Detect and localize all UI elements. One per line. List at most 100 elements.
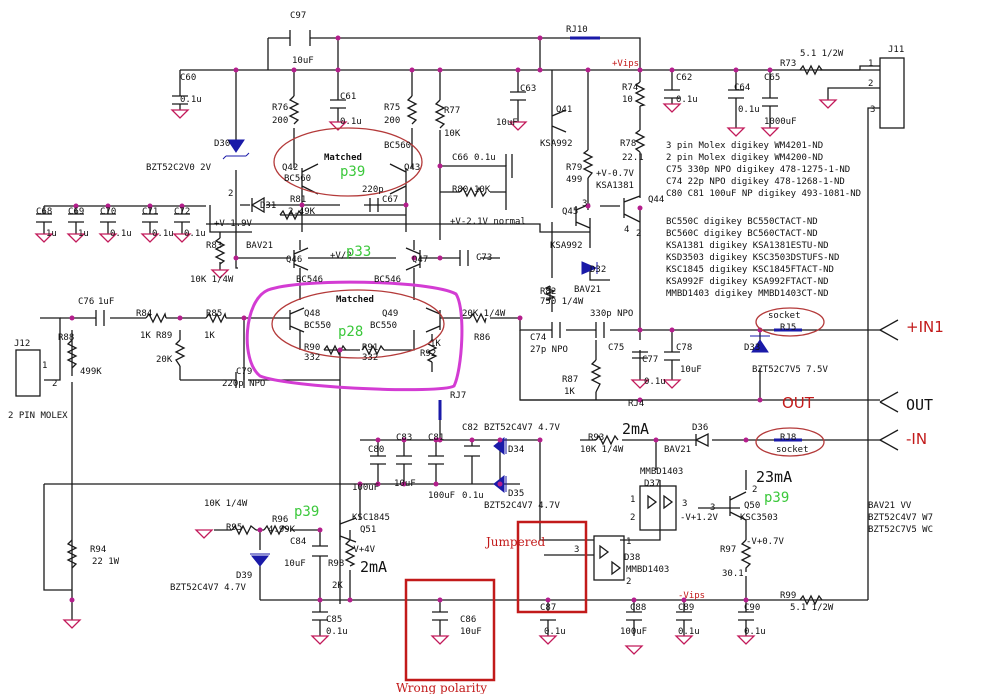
label-d31: D31 bbox=[260, 201, 276, 211]
d38-diodes bbox=[599, 544, 622, 576]
label-pin3-q44: 3 bbox=[582, 199, 587, 209]
label-r85v: 1K bbox=[204, 331, 215, 341]
bom-line: C75 330p NPO digikey 478-1275-1-ND bbox=[666, 165, 850, 175]
label-q43t: BC560 bbox=[384, 141, 411, 151]
label-c76: C76 bbox=[78, 297, 94, 307]
label-r86v: 20K 1/4W bbox=[462, 309, 506, 319]
label-q50: Q50 bbox=[744, 501, 760, 511]
annot-in-neg: -IN bbox=[906, 430, 927, 448]
label-c64: C64 bbox=[734, 83, 750, 93]
label-pin1-d38: 1 bbox=[626, 537, 631, 547]
label-d39v: BZT52C4V7 4.7V bbox=[170, 583, 246, 593]
p28-highlight bbox=[245, 280, 464, 392]
label-vhalf: +V/2 bbox=[330, 251, 352, 261]
matched-pair-ellipse-bottom bbox=[271, 289, 445, 359]
label-c97: C97 bbox=[290, 11, 306, 21]
label-j12-pin1: 1 bbox=[42, 361, 47, 371]
label-pin3-q50: 3 bbox=[710, 503, 715, 513]
label-r99: R99 bbox=[780, 591, 796, 601]
label-v21: +V-2.1V normal bbox=[450, 217, 526, 227]
label-d38: D38 bbox=[624, 553, 640, 563]
label-q44: Q44 bbox=[648, 195, 664, 205]
label-j11-pin3: 3 bbox=[870, 105, 875, 115]
annot-p39-bottom: p39 bbox=[294, 504, 319, 520]
label-r88v: 499K bbox=[80, 367, 102, 377]
label-c83v: 10uF bbox=[394, 479, 416, 489]
label-rj7: RJ7 bbox=[450, 391, 466, 401]
label-c73: C73 bbox=[476, 253, 492, 263]
label-c84v: 10uF bbox=[284, 559, 306, 569]
label-c72: C72 bbox=[174, 207, 190, 217]
label-r90: R90 bbox=[304, 343, 320, 353]
grounds bbox=[34, 99, 838, 655]
label-c71: C71 bbox=[142, 207, 158, 217]
label-c68: C68 bbox=[36, 207, 52, 217]
label-matched-top: Matched bbox=[324, 153, 362, 163]
label-r81: R81 bbox=[290, 195, 306, 205]
capacitors bbox=[36, 30, 778, 621]
label-d34v: BZT52C4V7 4.7V bbox=[484, 423, 560, 433]
label-r91: R91 bbox=[362, 343, 378, 353]
label-r97v: 30.1 bbox=[722, 569, 744, 579]
label-r82: R82 bbox=[540, 287, 556, 297]
label-d34: D34 bbox=[508, 445, 524, 455]
label-d37: D37 bbox=[644, 479, 660, 489]
label-c74v: 27p NPO bbox=[530, 345, 568, 355]
label-j11-pin2: 2 bbox=[868, 79, 873, 89]
label-c76v: 1uF bbox=[98, 297, 114, 307]
label-d39: D39 bbox=[236, 571, 252, 581]
label-c86v: 10uF bbox=[460, 627, 482, 637]
label-c61: C61 bbox=[340, 92, 356, 102]
label-r81v: 2.49K bbox=[288, 207, 316, 217]
label-c88v: 100uF bbox=[620, 627, 647, 637]
label-r88: R88 bbox=[58, 333, 74, 343]
bom-line: 3 pin Molex digikey WM4201-ND bbox=[666, 141, 823, 151]
label-q51: Q51 bbox=[360, 525, 376, 535]
annot-out-red: OUT bbox=[782, 394, 815, 412]
label-v19: +V-1.9V bbox=[214, 219, 253, 229]
label-c87v: 0.1u bbox=[544, 627, 566, 637]
label-v4: -V+4V bbox=[348, 545, 376, 555]
label-c62: C62 bbox=[676, 73, 692, 83]
label-c60: C60 bbox=[180, 73, 196, 83]
label-j12v: 2 PIN MOLEX bbox=[8, 411, 68, 421]
label-r79v: 499 bbox=[566, 175, 582, 185]
label-c69: C69 bbox=[68, 207, 84, 217]
label-r83v: 10K 1/4W bbox=[190, 275, 234, 285]
part-labels: C97 10uF RJ10 C60 0.1u C61 0.1u R76 200 … bbox=[8, 11, 904, 637]
bom-line: C80 C81 100uF NP digikey 493-1081-ND bbox=[666, 189, 861, 199]
annot-p33: p33 bbox=[346, 244, 371, 260]
label-c72v: 0.1u bbox=[184, 229, 206, 239]
bom-line: KSA1381 digikey KSA1381ESTU-ND bbox=[666, 241, 829, 251]
j11-connector bbox=[879, 57, 905, 129]
annot-23ma: 23mA bbox=[756, 468, 792, 486]
annot-in1: +IN1 bbox=[906, 318, 944, 336]
annotations: p39 p33 p28 p39 p39 2mA 23mA 2mA +IN1 OU… bbox=[294, 164, 944, 694]
label-r90v: 332 bbox=[304, 353, 320, 363]
bom-line: KSC1845 digikey KSC1845FTACT-ND bbox=[666, 265, 834, 275]
resistors bbox=[66, 64, 823, 606]
label-q41: Q41 bbox=[556, 105, 572, 115]
label-bav21-b: BAV21 bbox=[574, 285, 601, 295]
label-r89: R89 bbox=[156, 331, 172, 341]
label-r98: R98 bbox=[328, 559, 344, 569]
label-mmbd1403-a: MMBD1403 bbox=[640, 467, 683, 477]
label-c86: C86 bbox=[460, 615, 476, 625]
label-c77v: 0.1u bbox=[644, 377, 666, 387]
bom-line: 2 pin Molex digikey WM4200-ND bbox=[666, 153, 823, 163]
label-j11: J11 bbox=[888, 45, 904, 55]
label-rj5: RJ5 bbox=[780, 323, 796, 333]
label-v07n: +V-0.7V bbox=[596, 169, 635, 179]
label-r84v: 1K bbox=[140, 331, 151, 341]
label-rj4: RJ4 bbox=[628, 399, 644, 409]
diode-marking-legend: BAV21 VV BZT52C4V7 W7 BZT52C7V5 WC bbox=[868, 501, 933, 535]
label-r99v: 5.1 1/2W bbox=[790, 603, 834, 613]
bom-line: C74 22p NPO digikey 478-1268-1-ND bbox=[666, 177, 845, 187]
transistors bbox=[289, 109, 747, 543]
label-bav21-a: BAV21 bbox=[246, 241, 273, 251]
label-j12: J12 bbox=[14, 339, 30, 349]
label-c80: C80 bbox=[368, 445, 384, 455]
annot-p39-right: p39 bbox=[764, 490, 789, 506]
label-c70: C70 bbox=[100, 207, 116, 217]
label-r91v: 332 bbox=[362, 353, 378, 363]
